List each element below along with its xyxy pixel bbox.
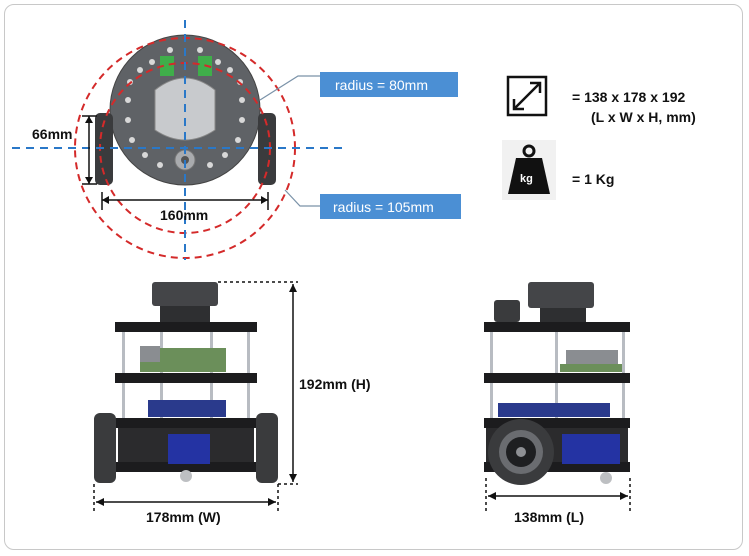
dim-66-label: 66mm [32,126,72,142]
front-plate-base [115,462,257,472]
top-board-left [160,56,174,76]
expand-arrows-icon [506,75,548,117]
dim-192-label: 192mm (H) [299,376,371,392]
weight-icon-text: kg [520,173,533,185]
front-view: 192mm (H) 178mm (W) [93,281,371,525]
radius-105-box [320,194,461,219]
front-plate-top [115,322,257,332]
spec-dimensions-unit: (L x W x H, mm) [591,109,696,125]
side-lidar [528,282,594,308]
front-controller [148,400,226,417]
spec-weight: = 1 Kg [572,171,614,187]
leader-radius-105 [284,189,320,207]
leader-radius-80 [259,75,320,101]
side-plate-mid [484,373,630,383]
radius-80-box [320,72,458,97]
side-plate-low [484,418,630,428]
side-wheel [488,419,554,485]
side-battery [562,434,620,464]
side-view: 138mm (L) [484,282,631,525]
dim-160-label: 160mm [160,207,208,223]
front-lidar [152,282,218,306]
front-battery [168,434,210,464]
weight-icon: kg [502,140,556,200]
side-controller [498,403,610,417]
radius-80-label: radius = 80mm [335,77,428,93]
spec-panel: = 138 x 178 x 192 (L x W x H, mm) kg = 1… [502,75,696,200]
front-plate-low [115,418,257,428]
radius-105-label: radius = 105mm [333,199,434,215]
front-plate-mid [115,373,257,383]
front-wheel-left [94,413,116,483]
side-plate-base [484,462,630,472]
plate-holes [125,47,245,168]
dim-178-label: 178mm (W) [146,509,221,525]
front-wheel-right [256,413,278,483]
side-plate-top [484,322,630,332]
top-view: 66mm 160mm radius = 80mm radius = 105mm [12,20,461,260]
spec-dimensions: = 138 x 178 x 192 [572,89,685,105]
dim-138-label: 138mm (L) [514,509,584,525]
